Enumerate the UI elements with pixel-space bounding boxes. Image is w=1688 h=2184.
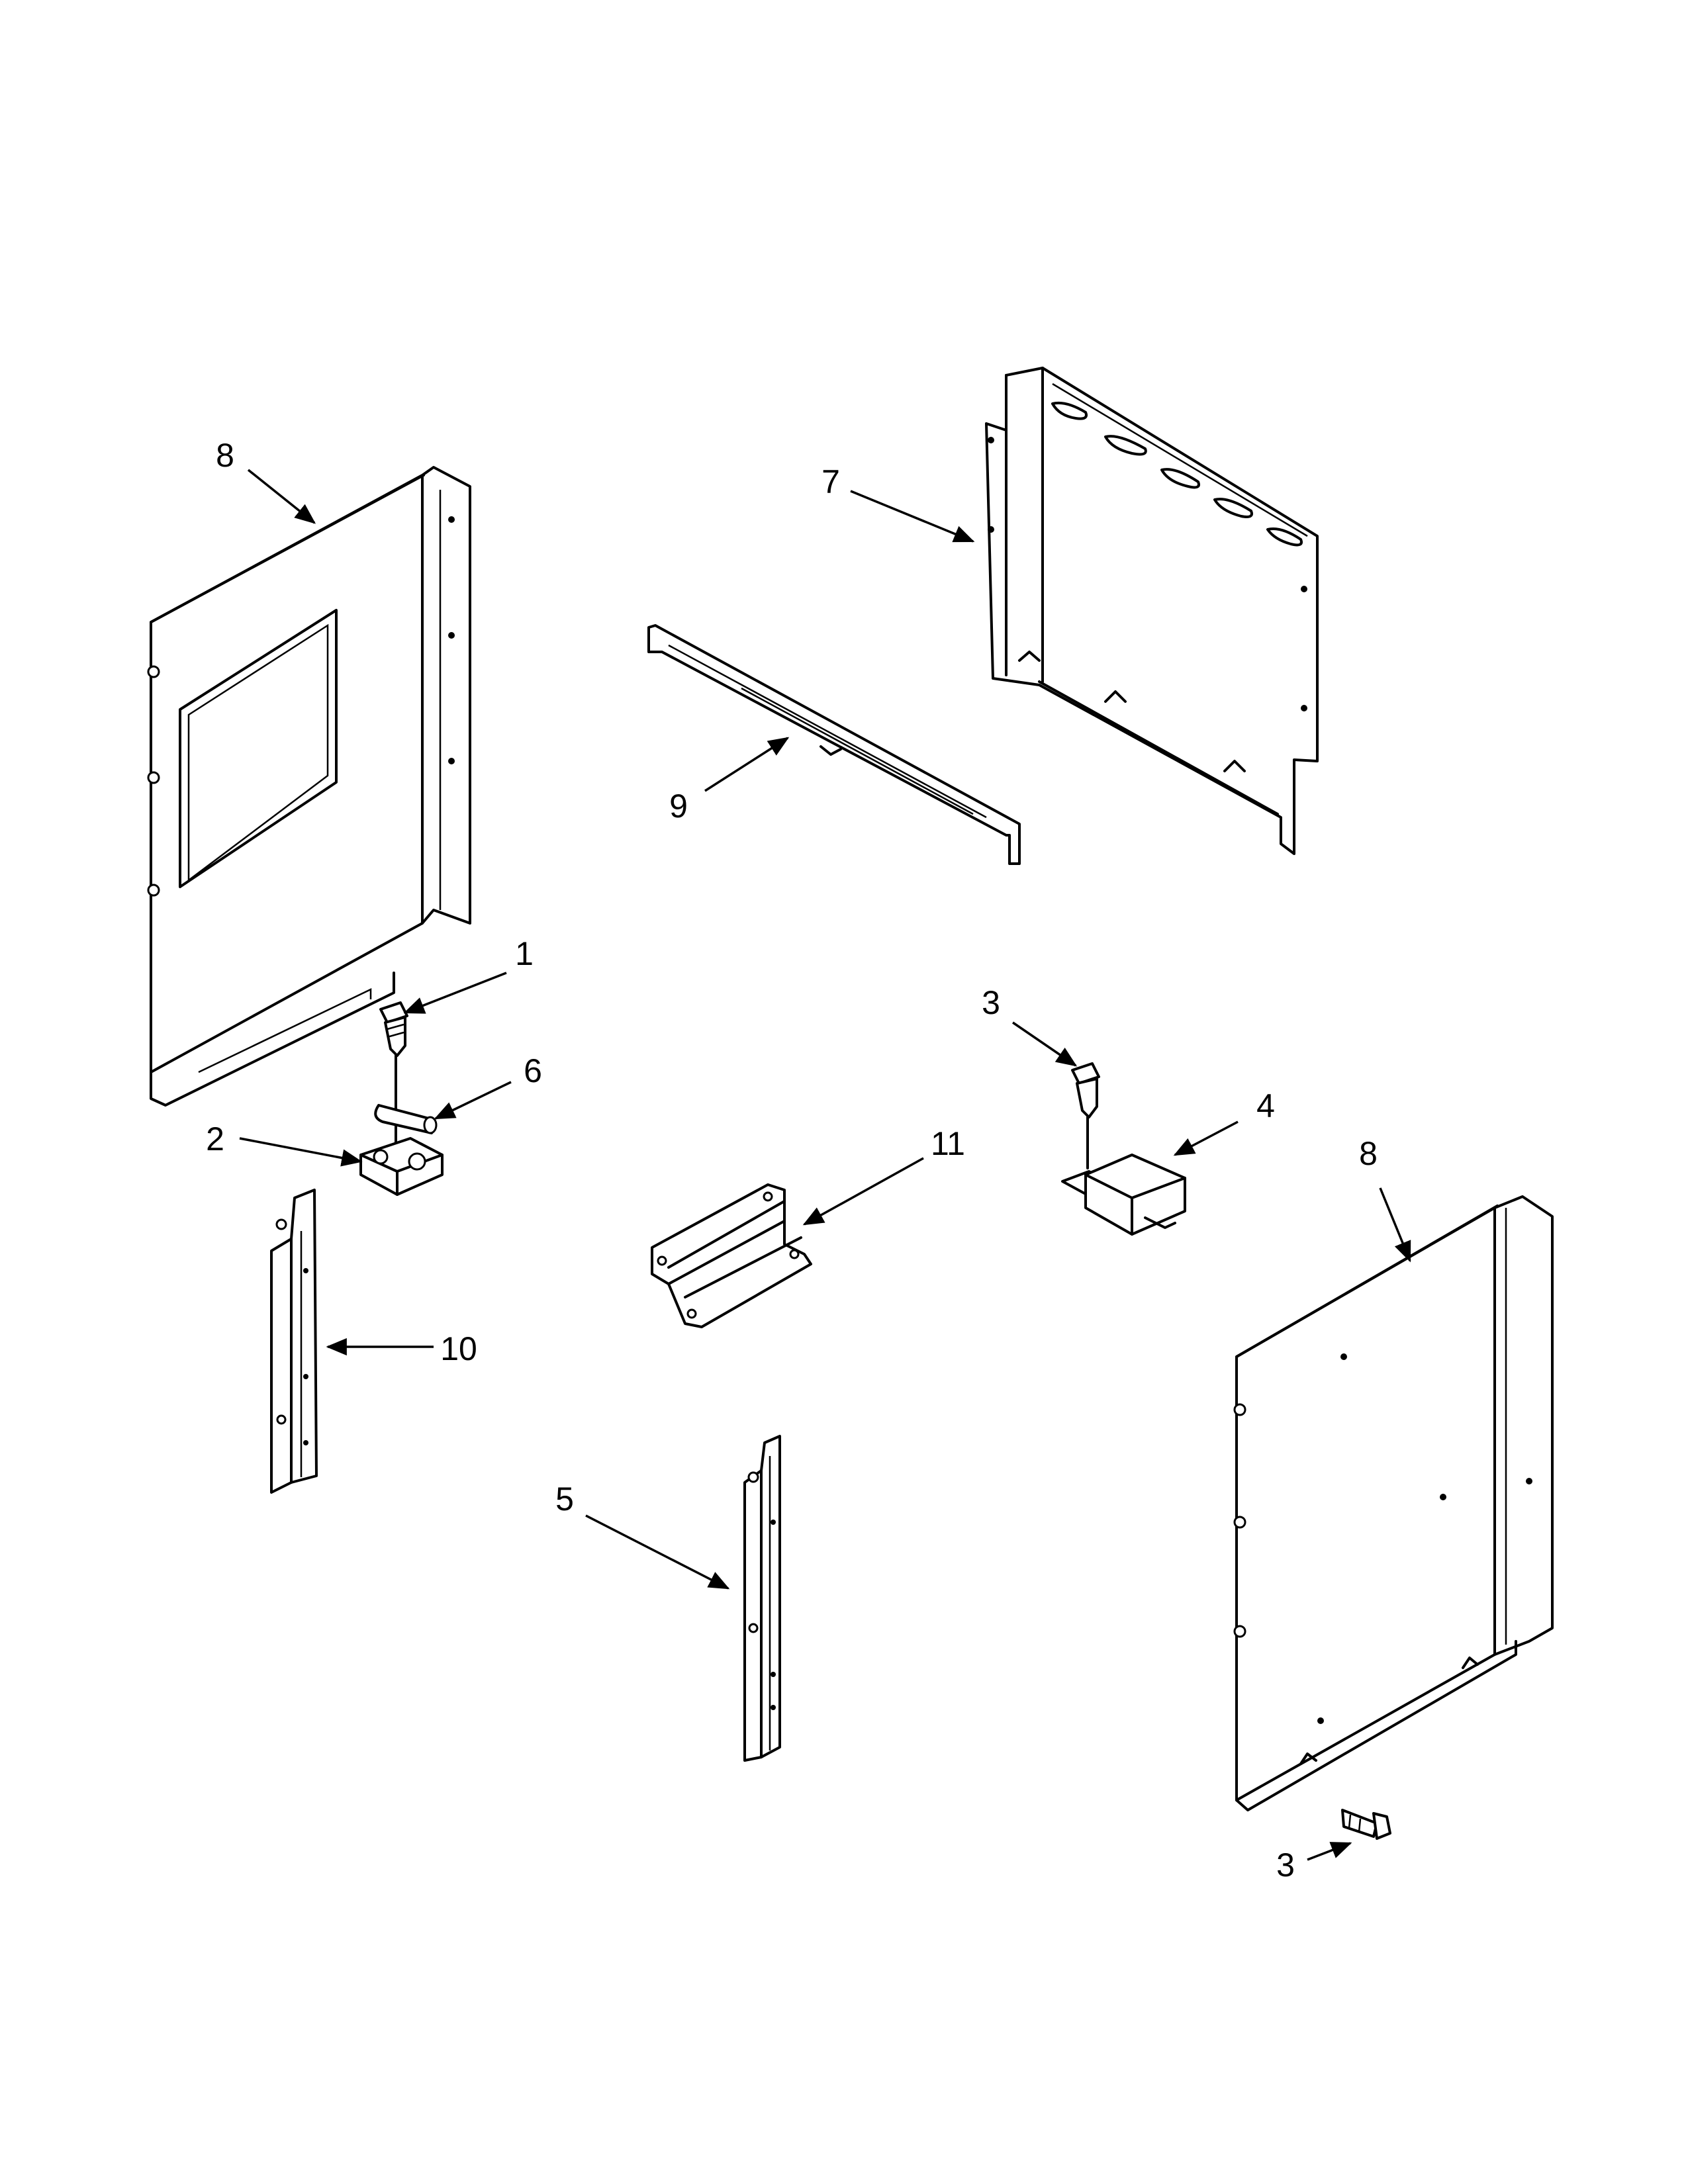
leader-5: [585, 1514, 730, 1590]
side-panel-upper-left: [147, 466, 471, 1107]
callout-4: 4: [1256, 1087, 1275, 1124]
leader-2: [239, 1137, 363, 1167]
center-mounting-bracket: [651, 1183, 812, 1328]
callout-6: 6: [524, 1052, 542, 1089]
rear-box-panel: [985, 367, 1319, 855]
callout-9: 9: [669, 788, 688, 825]
callout-11: 11: [931, 1125, 965, 1162]
callout-1: 1: [515, 935, 534, 972]
leader-7: [850, 490, 975, 543]
leader-8a: [247, 469, 316, 524]
screw-upper: [379, 1001, 408, 1156]
screw-center-right: [1071, 1062, 1100, 1169]
vertical-bracket-center: [743, 1435, 781, 1762]
leader-8b: [1379, 1187, 1411, 1263]
callout-labels: 8 7 9 1 6 2 10 3 4 11 8 5 3: [206, 437, 1378, 1884]
callout-8a: 8: [216, 437, 234, 474]
leader-3a: [1012, 1021, 1078, 1067]
callout-10: 10: [440, 1330, 477, 1367]
fuse-holder: [359, 1137, 444, 1196]
leader-6: [434, 1081, 512, 1120]
screw-lower-right: [1341, 1809, 1391, 1840]
leader-3b: [1307, 1842, 1352, 1861]
callout-2: 2: [206, 1120, 224, 1158]
support-bar: [647, 624, 1021, 865]
callout-5: 5: [555, 1480, 574, 1518]
callout-3b: 3: [1276, 1846, 1295, 1884]
vertical-bracket-left: [270, 1189, 318, 1494]
side-panel-lower-right: [1233, 1195, 1554, 1811]
control-module: [1061, 1154, 1186, 1236]
leader-11: [802, 1157, 924, 1226]
callout-7: 7: [821, 463, 840, 500]
leader-1: [403, 972, 507, 1014]
callout-8b: 8: [1359, 1135, 1378, 1172]
callout-3a: 3: [982, 984, 1000, 1021]
fuse: [374, 1104, 438, 1134]
leader-9: [704, 737, 790, 792]
callout-leaders: [239, 469, 1411, 1861]
leader-4: [1173, 1120, 1239, 1156]
